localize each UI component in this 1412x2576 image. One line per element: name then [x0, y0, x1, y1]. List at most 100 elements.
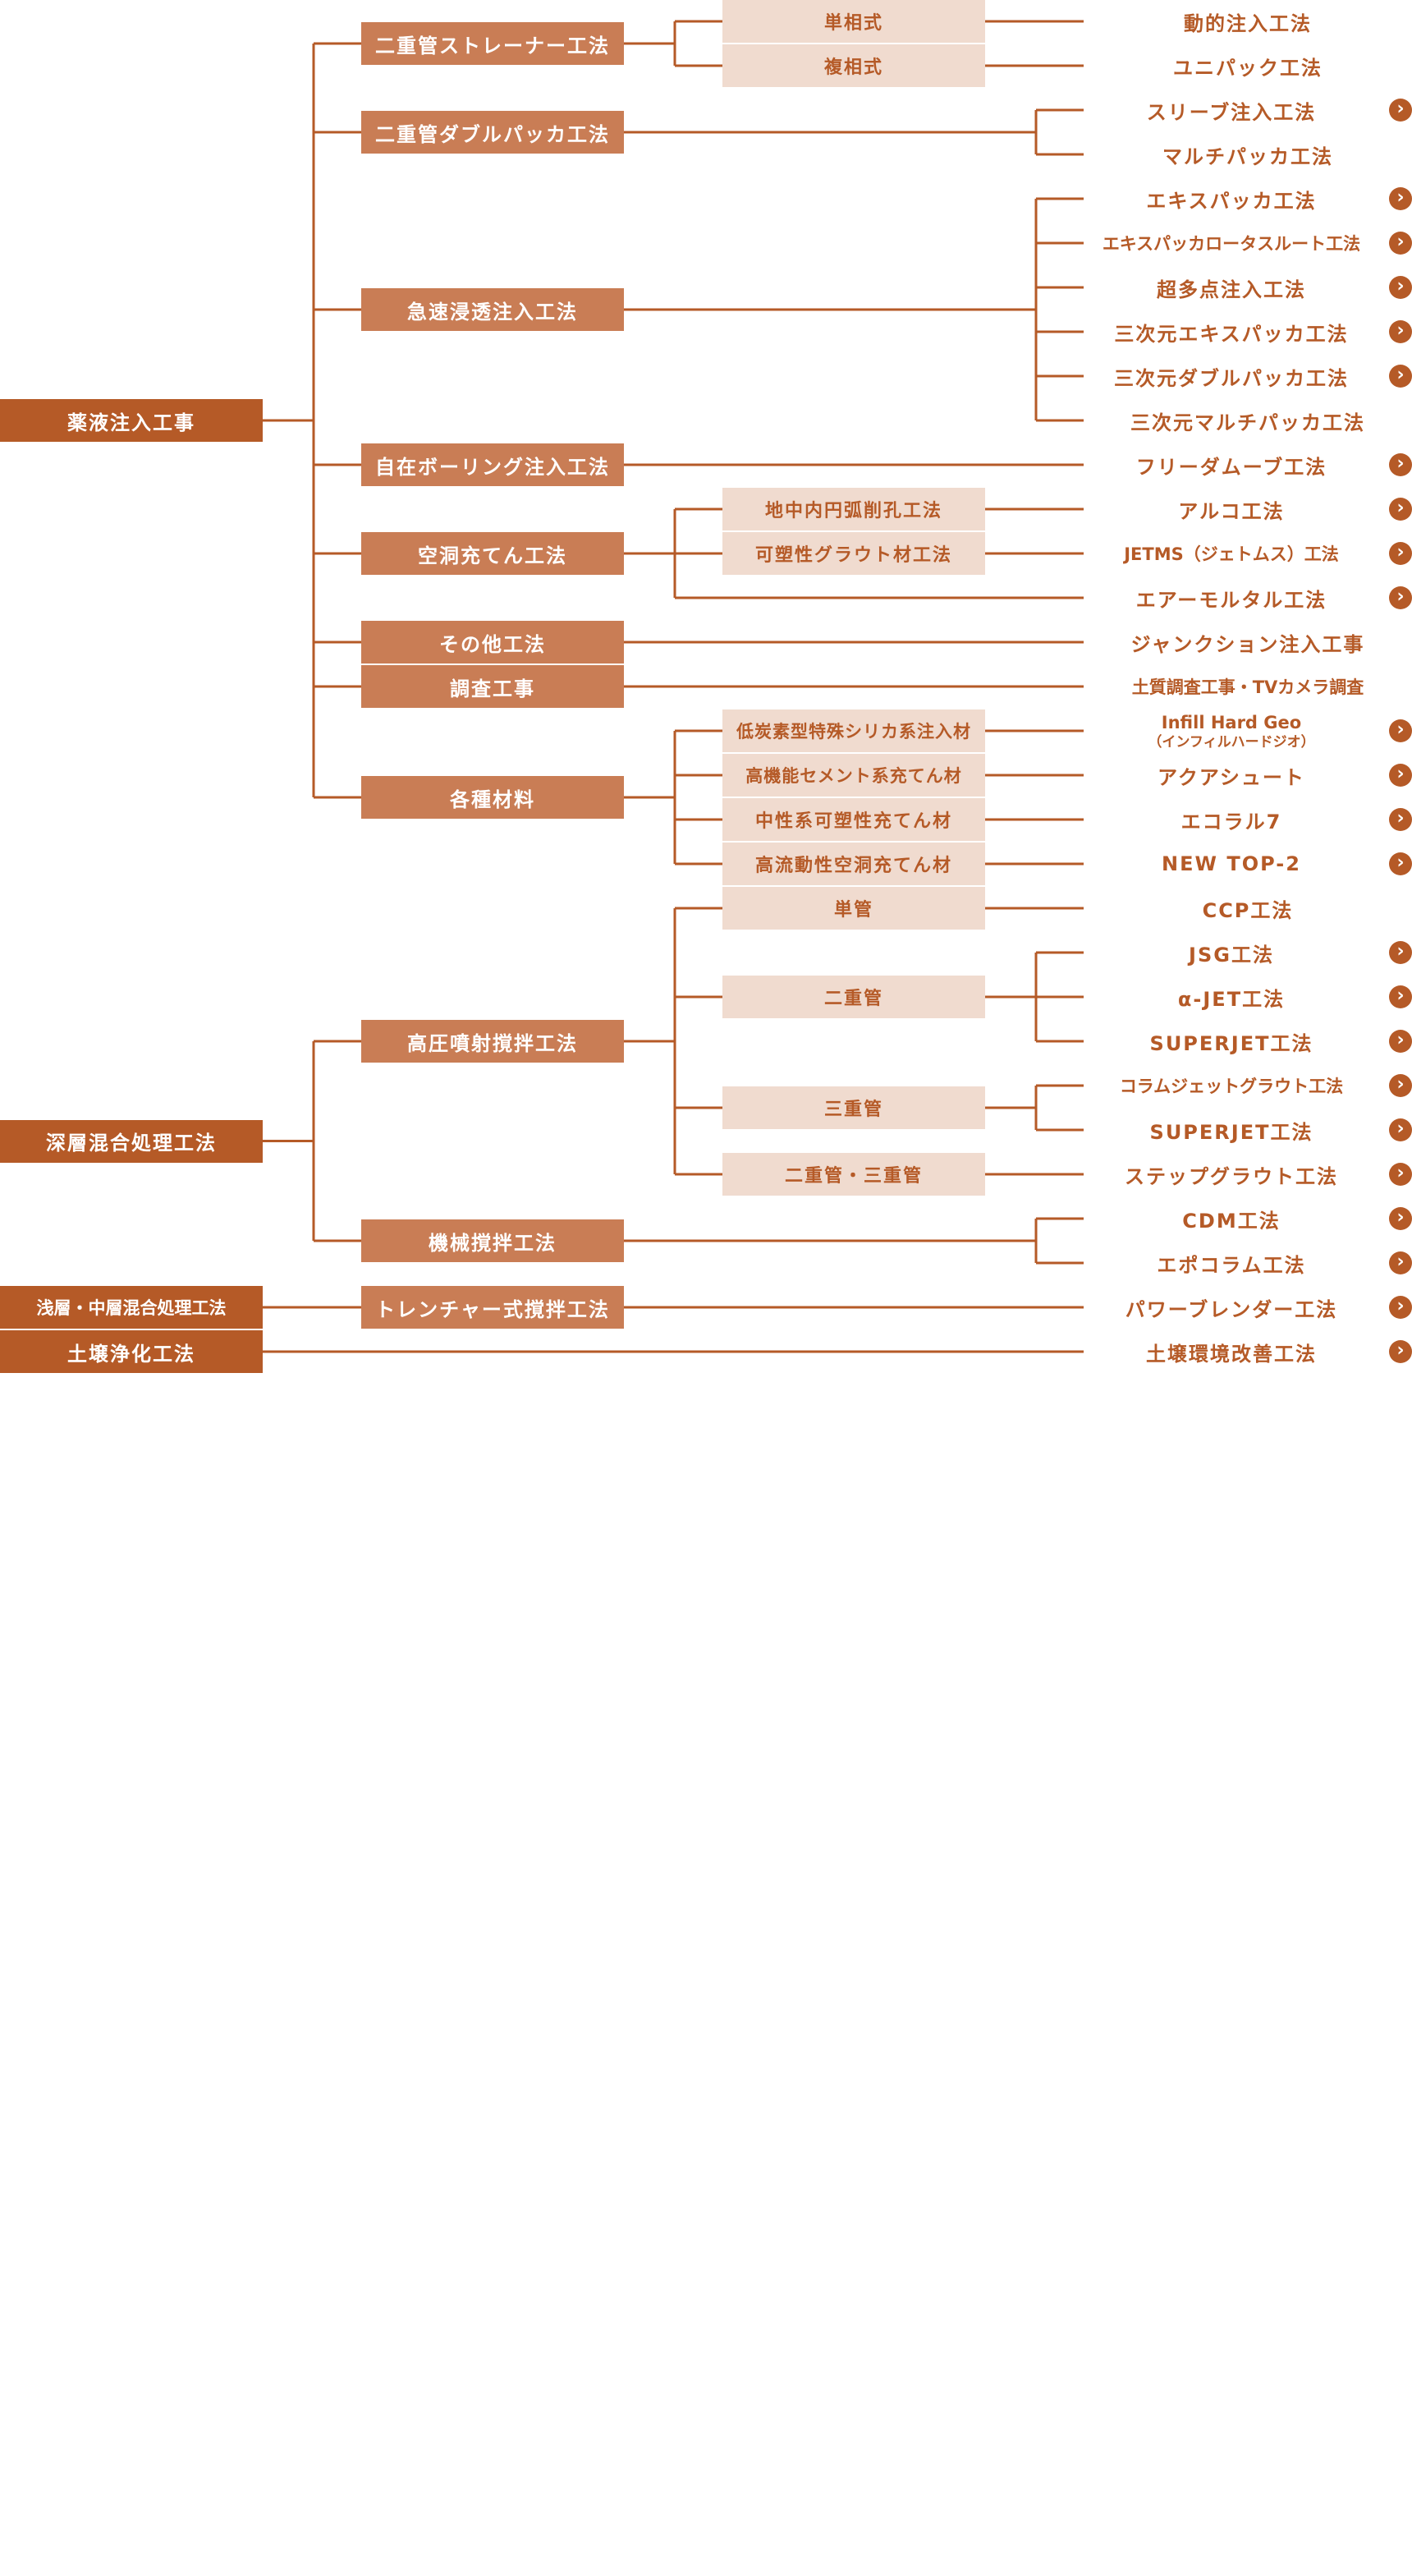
- sub-method-box: 高流動性空洞充てん材: [722, 843, 985, 885]
- method-leaf: 土質調査工事・TVカメラ調査: [1084, 664, 1412, 709]
- chevron-right-icon[interactable]: ›: [1389, 719, 1412, 742]
- method-box: 二重管ストレーナー工法: [361, 22, 624, 65]
- method-leaf-label: SUPERJET工法: [1149, 1120, 1313, 1144]
- method-leaf-label: 三次元ダブルパッカ工法: [1114, 366, 1349, 390]
- chevron-right-icon[interactable]: ›: [1389, 586, 1412, 609]
- method-leaf[interactable]: 超多点注入工法 ›: [1084, 264, 1412, 310]
- method-leaf[interactable]: α-JET工法 ›: [1084, 974, 1412, 1020]
- method-leaf[interactable]: NEW TOP-2 ›: [1084, 841, 1412, 887]
- method-leaf: 動的注入工法: [1084, 0, 1412, 44]
- sub-method-box: 単相式: [722, 0, 985, 43]
- method-box: 調査工事: [361, 665, 624, 708]
- method-leaf[interactable]: SUPERJET工法 ›: [1084, 1018, 1412, 1064]
- method-leaf-label: ステップグラウト工法: [1125, 1164, 1338, 1188]
- method-leaf-label: SUPERJET工法: [1149, 1031, 1313, 1055]
- method-leaf-label: エキスパッカロータスルート工法: [1102, 234, 1361, 254]
- method-leaf[interactable]: エキスパッカ工法›: [1084, 176, 1412, 222]
- method-box: 機械撹拌工法: [361, 1219, 624, 1262]
- method-leaf-label: コラムジェットグラウト工法: [1119, 1077, 1344, 1096]
- method-leaf[interactable]: ステップグラウト工法 ›: [1084, 1151, 1412, 1197]
- method-leaf[interactable]: SUPERJET工法 ›: [1084, 1107, 1412, 1153]
- method-leaf[interactable]: コラムジェットグラウト工法 ›: [1084, 1063, 1412, 1109]
- method-leaf[interactable]: CDM工法 ›: [1084, 1196, 1412, 1242]
- chevron-right-icon[interactable]: ›: [1389, 453, 1412, 476]
- method-leaf-label: ユニパック工法: [1173, 56, 1323, 80]
- method-leaf-label: アクアシュート: [1158, 765, 1305, 789]
- method-leaf[interactable]: JSG工法 ›: [1084, 930, 1412, 976]
- chevron-right-icon[interactable]: ›: [1389, 320, 1412, 343]
- category-box: 深層混合処理工法: [0, 1119, 263, 1163]
- method-leaf[interactable]: エキスパッカロータスルート工法 ›: [1084, 220, 1412, 266]
- method-leaf-label: CCP工法: [1202, 898, 1294, 922]
- method-leaf: ジャンクション注入工事: [1084, 619, 1412, 665]
- method-leaf[interactable]: 三次元エキスパッカ工法 ›: [1084, 309, 1412, 355]
- method-leaf[interactable]: 土壌環境改善工法›: [1084, 1329, 1412, 1375]
- method-leaf-label: CDM工法: [1182, 1209, 1281, 1233]
- method-leaf-label: 動的注入工法: [1184, 11, 1312, 35]
- method-leaf-label: 土質調査工事・TVカメラ調査: [1131, 677, 1364, 697]
- chevron-right-icon[interactable]: ›: [1389, 1163, 1412, 1186]
- sub-method-box: 中性系可塑性充てん材: [722, 798, 985, 841]
- method-leaf-label: エアーモルタル工法: [1135, 588, 1327, 612]
- chevron-right-icon[interactable]: ›: [1389, 1030, 1412, 1053]
- chevron-right-icon[interactable]: ›: [1389, 498, 1412, 521]
- method-leaf: 三次元マルチパッカ工法: [1084, 397, 1412, 443]
- sub-method-box: 複相式: [722, 44, 985, 87]
- chevron-right-icon[interactable]: ›: [1389, 1296, 1412, 1319]
- chevron-right-icon[interactable]: ›: [1389, 187, 1412, 210]
- method-leaf-label: α-JET工法: [1177, 987, 1286, 1011]
- chevron-right-icon[interactable]: ›: [1389, 808, 1412, 831]
- method-leaf-label: 超多点注入工法: [1157, 278, 1306, 301]
- method-leaf-main-label: Infill Hard Geo: [1161, 713, 1302, 732]
- method-box: 各種材料: [361, 776, 624, 819]
- sub-method-box: 可塑性グラウト材工法: [722, 532, 985, 575]
- chevron-right-icon[interactable]: ›: [1389, 941, 1412, 964]
- method-box: 急速浸透注入工法: [361, 288, 624, 331]
- method-box: 空洞充てん工法: [361, 532, 624, 575]
- method-leaf[interactable]: フリーダムーブ工法 ›: [1084, 442, 1412, 488]
- chevron-right-icon[interactable]: ›: [1389, 232, 1412, 255]
- category-box: 浅層・中層混合処理工法: [0, 1286, 263, 1329]
- method-leaf[interactable]: エコラル7›: [1084, 797, 1412, 843]
- method-box: 自在ボーリング注入工法: [361, 443, 624, 486]
- method-leaf-label: アルコ工法: [1178, 499, 1285, 523]
- method-leaf[interactable]: エポコラム工法 ›: [1084, 1240, 1412, 1286]
- chevron-right-icon[interactable]: ›: [1389, 542, 1412, 565]
- method-leaf[interactable]: エアーモルタル工法 ›: [1084, 575, 1412, 621]
- method-leaf[interactable]: パワーブレンダー工法›: [1084, 1284, 1412, 1330]
- method-leaf[interactable]: 三次元ダブルパッカ工法 ›: [1084, 353, 1412, 399]
- method-leaf: マルチパッカ工法: [1084, 131, 1412, 177]
- method-box: 二重管ダブルパッカ工法: [361, 111, 624, 154]
- method-leaf[interactable]: スリーブ注入工法›: [1084, 87, 1412, 133]
- chevron-right-icon[interactable]: ›: [1389, 764, 1412, 787]
- chevron-right-icon[interactable]: ›: [1389, 365, 1412, 388]
- sub-method-box: 三重管: [722, 1086, 985, 1129]
- method-leaf-label: エポコラム工法: [1157, 1253, 1306, 1277]
- chevron-right-icon[interactable]: ›: [1389, 276, 1412, 299]
- method-leaf: ユニパック工法: [1084, 43, 1412, 89]
- chevron-right-icon[interactable]: ›: [1389, 985, 1412, 1008]
- chevron-right-icon[interactable]: ›: [1389, 1118, 1412, 1141]
- method-leaf[interactable]: Infill Hard Geo（インフィルハードジオ） ›: [1084, 708, 1412, 754]
- method-leaf[interactable]: アルコ工法 ›: [1084, 486, 1412, 532]
- method-leaf[interactable]: JETMS（ジェトムス）工法›: [1084, 530, 1412, 576]
- chevron-right-icon[interactable]: ›: [1389, 852, 1412, 875]
- category-box: 薬液注入工事: [0, 399, 263, 442]
- method-box: 高圧噴射撹拌工法: [361, 1020, 624, 1063]
- chevron-right-icon[interactable]: ›: [1389, 1074, 1412, 1097]
- sub-method-box: 二重管: [722, 976, 985, 1018]
- chevron-right-icon[interactable]: ›: [1389, 1207, 1412, 1230]
- sub-method-box: 高機能セメント系充てん材: [722, 754, 985, 797]
- method-leaf-label: フリーダムーブ工法: [1135, 455, 1327, 479]
- method-leaf[interactable]: アクアシュート ›: [1084, 752, 1412, 798]
- chevron-right-icon[interactable]: ›: [1389, 99, 1412, 122]
- method-leaf-label: NEW TOP-2: [1162, 852, 1301, 875]
- chevron-right-icon[interactable]: ›: [1389, 1340, 1412, 1363]
- method-leaf-label: JSG工法: [1189, 943, 1274, 967]
- method-leaf-label: 三次元エキスパッカ工法: [1114, 322, 1349, 346]
- method-leaf-label: Infill Hard Geo（インフィルハードジオ）: [1084, 708, 1379, 754]
- chevron-right-icon[interactable]: ›: [1389, 1251, 1412, 1274]
- sub-method-box: 低炭素型特殊シリカ系注入材: [722, 709, 985, 752]
